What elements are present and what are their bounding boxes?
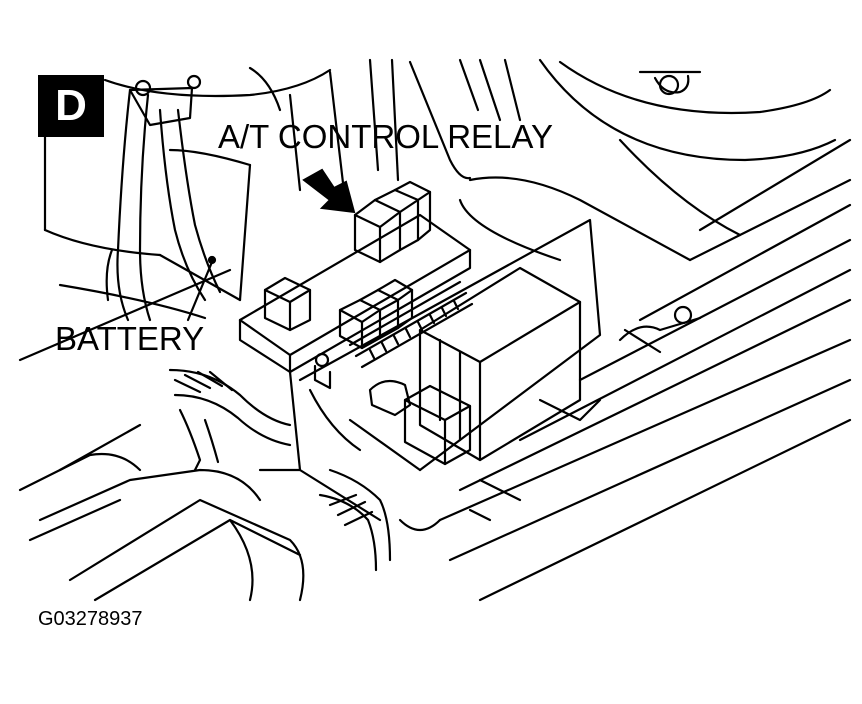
fuse-cover-outline	[418, 266, 582, 462]
strut-dome-outline	[538, 58, 837, 237]
battery-leader-dot	[207, 255, 217, 265]
lower-structure	[18, 423, 442, 602]
at-control-relay-label: A/T CONTROL RELAY	[218, 118, 553, 155]
small-connector-outline	[313, 352, 412, 417]
thick-arrow-icon	[302, 168, 356, 214]
at-control-relay-outline[interactable]	[353, 180, 432, 264]
relay-box-outline	[238, 213, 602, 522]
view-letter: D	[55, 81, 87, 130]
figure-code: G03278937	[38, 608, 143, 630]
fuse-strip	[348, 280, 474, 369]
battery-cables	[105, 74, 222, 322]
battery-leader-line	[186, 260, 214, 322]
center-relays-outline	[338, 278, 414, 350]
front-relay-outline	[403, 384, 472, 466]
left-relay-outline	[263, 276, 312, 332]
battery-label: BATTERY	[55, 320, 205, 357]
body-rails	[438, 138, 852, 602]
view-letter-badge: D	[38, 75, 104, 137]
wiring-harness	[168, 368, 392, 572]
